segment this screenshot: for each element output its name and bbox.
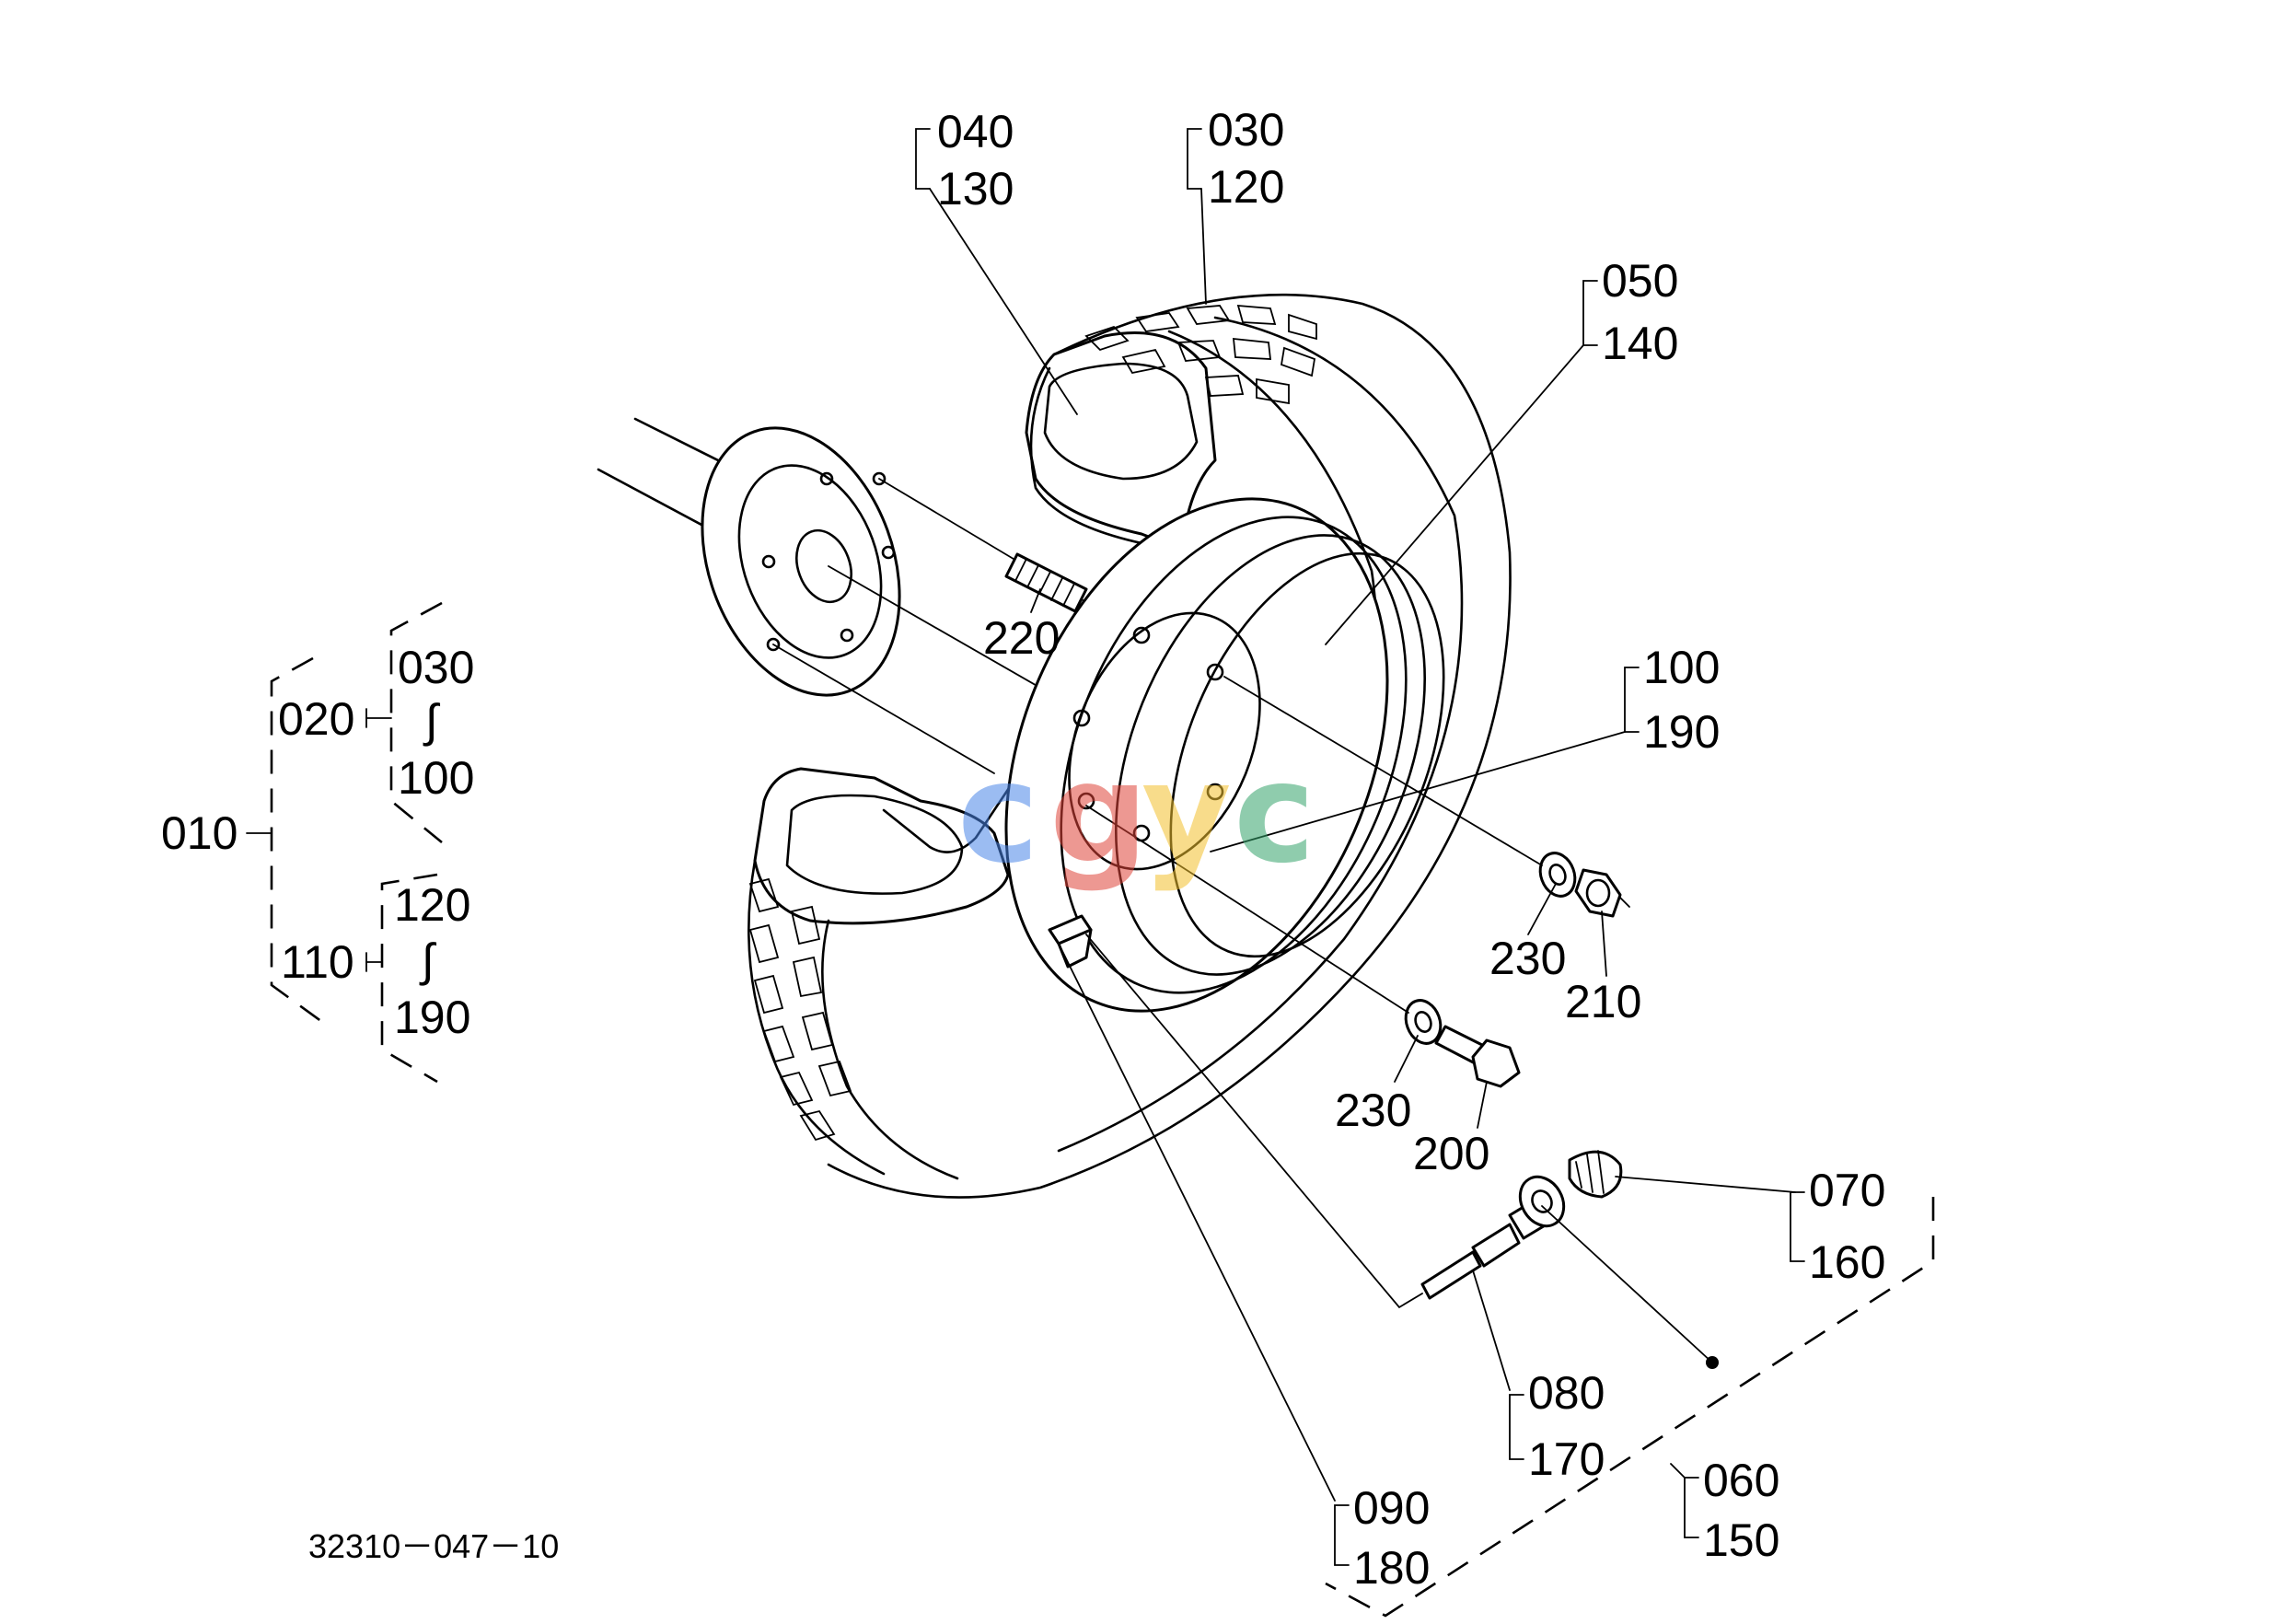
- wheel-bolt: [1434, 1025, 1521, 1088]
- stud-bolt: [1004, 552, 1088, 613]
- valve-nut: [1518, 1175, 1566, 1228]
- wheel-nut: [1574, 868, 1622, 918]
- label-170: 170: [1528, 1433, 1605, 1485]
- tree-b-from: 120: [394, 879, 470, 931]
- tree-b-to: 190: [394, 992, 470, 1043]
- label-190: 190: [1643, 706, 1720, 758]
- label-210: 210: [1565, 976, 1641, 1027]
- assembly-tree: [246, 601, 443, 1084]
- tree-a-range: ∫: [423, 695, 441, 747]
- label-060: 060: [1703, 1455, 1779, 1506]
- label-140: 140: [1602, 318, 1678, 369]
- valve-stem: [1048, 914, 1093, 969]
- valve-cap: [1568, 1150, 1623, 1199]
- label-230-upper: 230: [1489, 933, 1566, 984]
- watermark-letter-3: y: [1142, 734, 1232, 894]
- label-180: 180: [1353, 1542, 1430, 1594]
- tree-a-from: 030: [398, 642, 474, 693]
- tree-branch-110: 110: [281, 936, 354, 988]
- tree-branch-020: 020: [278, 693, 354, 745]
- drawing-code: 32310－047－10: [308, 1527, 559, 1565]
- label-070: 070: [1809, 1165, 1885, 1216]
- label-220: 220: [983, 612, 1060, 664]
- label-150: 150: [1703, 1514, 1779, 1566]
- watermark-logo: c g y c: [957, 734, 1315, 894]
- label-050: 050: [1602, 255, 1678, 307]
- tree-b-range: ∫: [419, 934, 437, 986]
- leader-lines: [915, 128, 1805, 1566]
- assembly-tree-labels: 010 020 030 ∫ 100 110 120 ∫ 190: [161, 642, 474, 1043]
- washer-lower: [1404, 999, 1443, 1045]
- label-130: 130: [937, 163, 1014, 215]
- label-230-lower: 230: [1335, 1085, 1411, 1136]
- label-080: 080: [1528, 1367, 1605, 1419]
- watermark-letter-2: g: [1049, 734, 1148, 894]
- label-120: 120: [1208, 161, 1284, 213]
- tree-root-010: 010: [161, 807, 238, 859]
- tree-a-to: 100: [398, 752, 474, 804]
- label-090: 090: [1353, 1482, 1430, 1534]
- watermark-letter-1: c: [957, 734, 1039, 894]
- valve-group-outline: [1325, 1197, 1935, 1618]
- hub-flange: [701, 426, 901, 697]
- washer-upper: [1538, 852, 1577, 898]
- label-040: 040: [937, 106, 1014, 157]
- label-200: 200: [1413, 1128, 1489, 1179]
- label-030: 030: [1208, 104, 1284, 156]
- watermark-letter-4: c: [1234, 734, 1315, 894]
- label-100: 100: [1643, 642, 1720, 693]
- rim: [1004, 497, 1445, 1013]
- label-160: 160: [1809, 1236, 1885, 1288]
- part-labels: 040 130 030 120 050 140 220 100 190 230 …: [937, 104, 1885, 1594]
